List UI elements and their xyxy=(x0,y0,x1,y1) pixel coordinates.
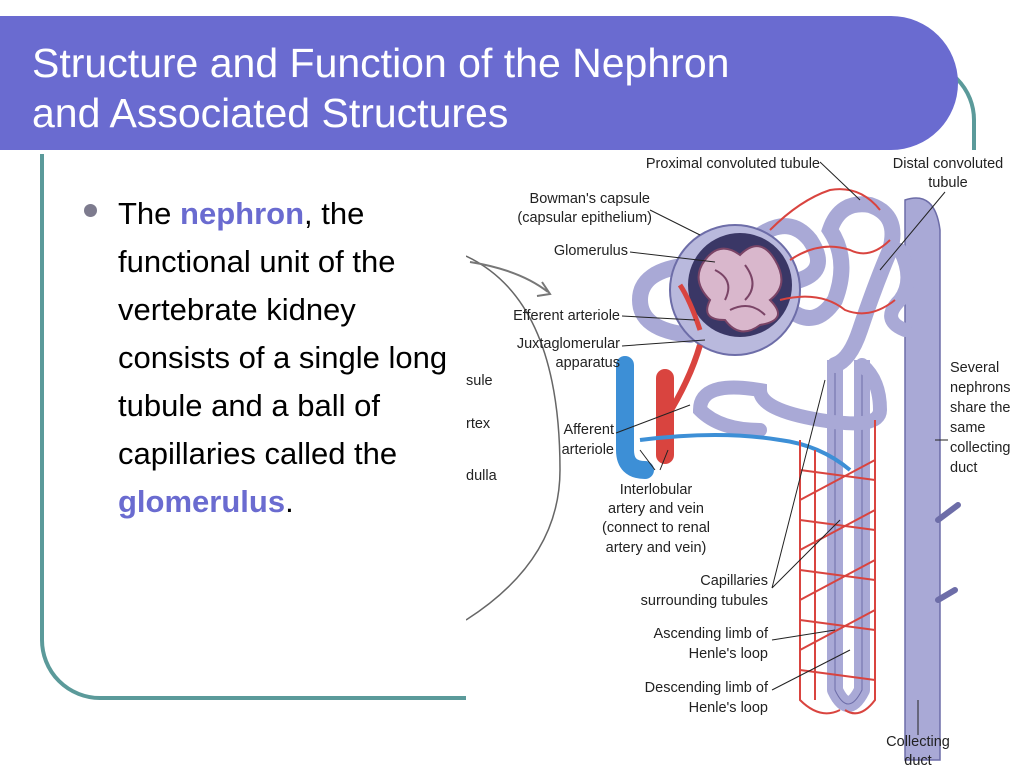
label-juxtaglomerular-1: Juxtaglomerular xyxy=(517,336,620,352)
label-bowmans-capsule-2: (capsular epithelium) xyxy=(517,210,652,226)
label-capillaries-1: Capillaries xyxy=(700,573,768,589)
label-medulla-partial: dulla xyxy=(466,468,498,484)
title-underline xyxy=(0,150,905,154)
collecting-duct xyxy=(904,197,941,761)
keyword-nephron: nephron xyxy=(180,196,305,231)
bullet-text: The nephron, the functional unit of the … xyxy=(118,190,448,526)
label-afferent-1: Afferent xyxy=(563,422,614,438)
loop-of-henle xyxy=(827,360,870,712)
leader-lines xyxy=(615,161,948,735)
interlobular-vein xyxy=(616,356,654,479)
label-several-5: collecting xyxy=(950,440,1010,456)
label-afferent-2: arteriole xyxy=(562,442,614,458)
label-proximal-tubule: Proximal convoluted tubule xyxy=(646,156,820,172)
capillary-network xyxy=(769,188,896,715)
label-ascending-1: Ascending limb of xyxy=(654,626,769,642)
bullet-dot-icon xyxy=(84,204,97,217)
afferent-arteriole xyxy=(662,344,703,422)
collecting-duct-branches xyxy=(935,502,961,603)
label-descending-1: Descending limb of xyxy=(645,680,769,696)
label-collecting-duct-1: Collecting xyxy=(886,734,950,750)
proximal-tubule xyxy=(631,196,901,373)
distal-tubule xyxy=(692,243,915,437)
label-several-4: same xyxy=(950,420,985,436)
label-interlobular-1: Interlobular xyxy=(620,482,693,498)
title-bar: Structure and Function of the Nephron an… xyxy=(0,16,958,154)
label-several-1: Several xyxy=(950,360,999,376)
label-bowmans-capsule-1: Bowman's capsule xyxy=(530,191,650,207)
glomerulus-capillaries xyxy=(714,264,766,316)
nephron-illustration: Proximal convoluted tubule Distal convol… xyxy=(466,156,1010,768)
label-several-3: share the xyxy=(950,400,1010,416)
label-juxtaglomerular-2: apparatus xyxy=(556,355,621,371)
label-collecting-duct-2: duct xyxy=(904,753,931,768)
venule xyxy=(639,433,852,472)
keyword-glomerulus: glomerulus xyxy=(118,484,286,519)
bullet-part-1: The xyxy=(118,196,181,231)
arrowhead-icon xyxy=(536,281,552,297)
title-line-1: Structure and Function of the Nephron xyxy=(32,40,730,86)
label-capillaries-2: surrounding tubules xyxy=(641,593,768,609)
label-cortex-partial: rtex xyxy=(466,416,491,432)
label-capsule-partial: sule xyxy=(466,373,493,389)
label-distal-tubule-2: tubule xyxy=(928,175,968,191)
nephron-diagram: Proximal convoluted tubule Distal convol… xyxy=(466,150,1024,768)
arrow-icon xyxy=(469,261,549,293)
label-several-6: duct xyxy=(950,460,977,476)
efferent-arteriole xyxy=(677,283,703,331)
label-interlobular-2: artery and vein xyxy=(608,501,704,517)
label-interlobular-3: (connect to renal xyxy=(602,520,710,536)
kidney-outline xyxy=(466,255,561,621)
label-several-2: nephrons xyxy=(950,380,1010,396)
loop-outline xyxy=(834,360,863,705)
title-line-2: and Associated Structures xyxy=(32,90,509,136)
bullet-part-3: . xyxy=(285,484,294,519)
label-ascending-2: Henle's loop xyxy=(689,646,768,662)
label-efferent-arteriole: Efferent arteriole xyxy=(513,308,620,324)
label-distal-tubule-1: Distal convoluted xyxy=(893,156,1003,172)
label-descending-2: Henle's loop xyxy=(689,700,768,716)
label-glomerulus: Glomerulus xyxy=(554,243,628,259)
label-interlobular-4: artery and vein) xyxy=(606,540,707,556)
page-title: Structure and Function of the Nephron an… xyxy=(32,38,912,138)
bullet-part-2: , the functional unit of the vertebrate … xyxy=(118,196,448,471)
